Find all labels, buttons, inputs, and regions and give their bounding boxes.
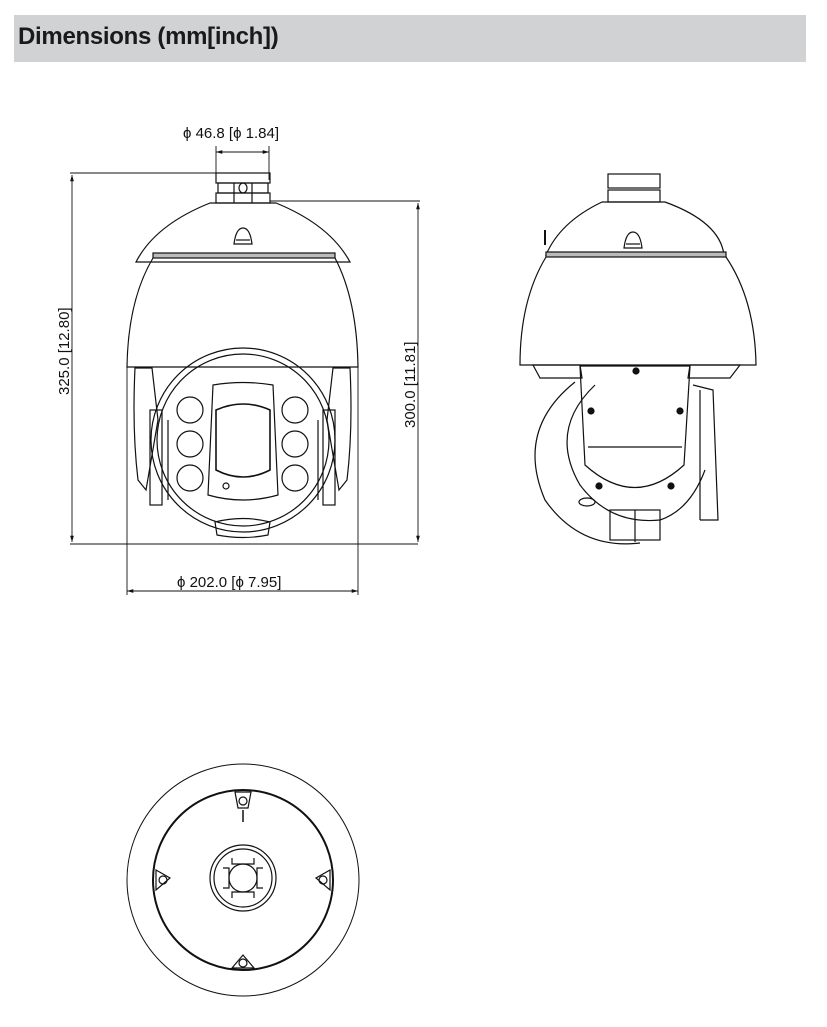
mount-neck <box>215 172 271 204</box>
dome-height-label: 300.0 [11.81] <box>402 342 419 428</box>
dome-housing <box>126 202 359 368</box>
section-title: Dimensions (mm[inch]) <box>18 23 279 50</box>
total-height-label: 325.0 [12.80] <box>56 307 73 395</box>
mounting-screws <box>155 791 331 969</box>
total-height-dimension: 325.0 [12.80] <box>56 172 418 545</box>
bottom-diameter-label: ϕ 202.0 [ϕ 7.95] <box>177 574 281 591</box>
side-dome-housing <box>519 201 757 366</box>
section-header: Dimensions (mm[inch]) <box>14 15 806 62</box>
side-camera-module <box>531 364 742 545</box>
front-view: ϕ 46.8 [ϕ 1.84] 325.0 [12.80] 300.0 [11.… <box>56 125 420 595</box>
side-mount-neck <box>607 173 661 203</box>
top-diameter-label: ϕ 46.8 [ϕ 1.84] <box>183 125 279 142</box>
camera-module: ϕ 202.0 [ϕ 7.95] <box>126 347 359 595</box>
side-view <box>519 173 757 545</box>
center-mount <box>209 844 277 912</box>
dome-height-dimension: 300.0 [11.81] <box>270 200 420 542</box>
top-diameter-dimension: ϕ 46.8 [ϕ 1.84] <box>183 125 279 180</box>
bottom-view <box>126 763 360 997</box>
